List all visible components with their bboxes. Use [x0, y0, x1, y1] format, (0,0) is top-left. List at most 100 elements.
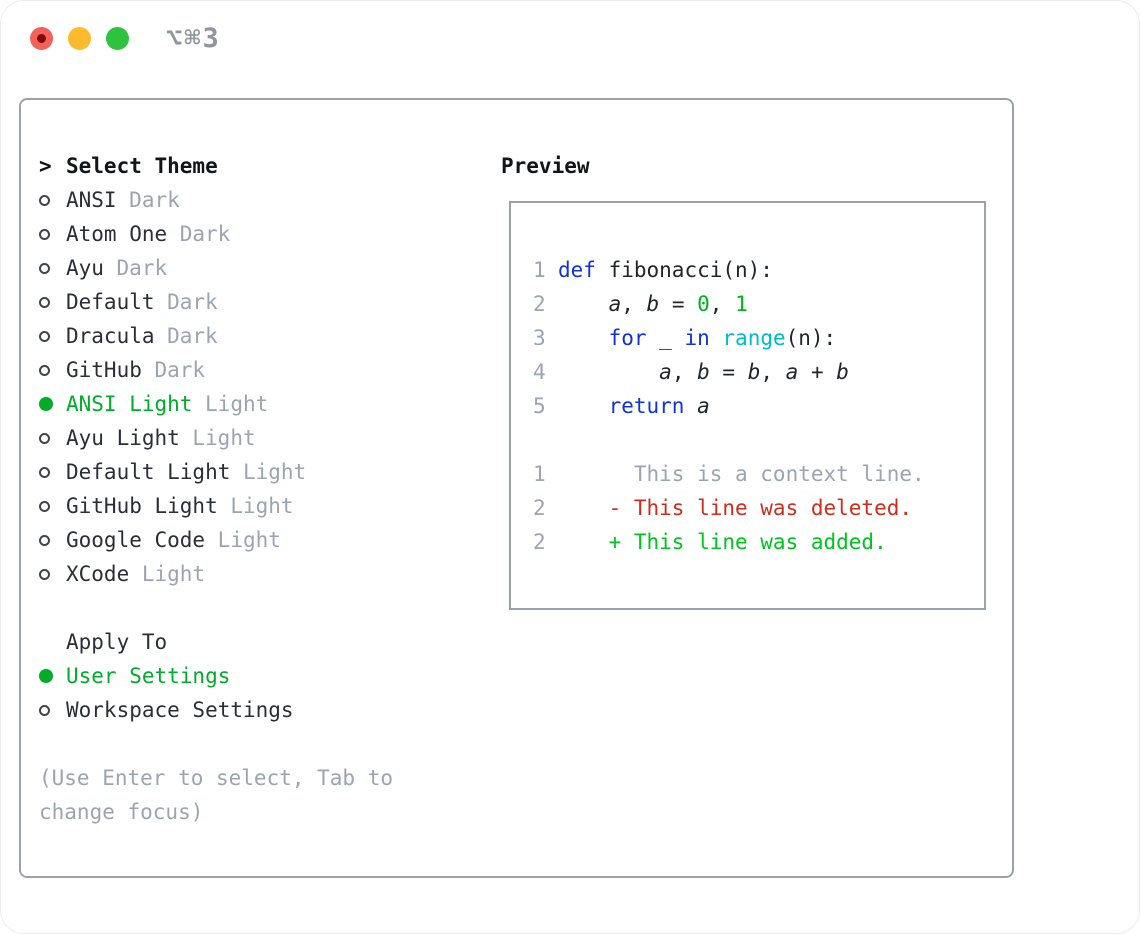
radio-column — [39, 397, 66, 411]
code-token: b — [747, 360, 761, 384]
help-text: (Use Enter to select, Tab to change focu… — [39, 766, 394, 824]
radio-icon — [39, 364, 50, 376]
theme-variant: Dark — [167, 324, 218, 348]
radio-column — [39, 262, 66, 274]
theme-option[interactable]: Default Dark — [39, 285, 479, 319]
theme-variant: Dark — [167, 290, 218, 314]
preview-line: 5 return a — [533, 389, 984, 423]
theme-option[interactable]: Google Code Light — [39, 523, 479, 557]
code-token — [558, 326, 609, 350]
option-label: ANSI Light — [66, 392, 193, 416]
code-token: b — [836, 360, 849, 384]
line-number — [533, 423, 546, 457]
line-content: - This line was deleted. — [558, 491, 912, 525]
theme-variant: Light — [141, 562, 206, 586]
option-label: Dracula — [66, 324, 155, 348]
radio-column — [39, 500, 66, 512]
code-token: + This line was added. — [558, 530, 887, 554]
theme-variant: Dark — [129, 188, 180, 212]
theme-option[interactable]: XCode Light — [39, 557, 479, 591]
line-number: 2 — [533, 292, 546, 316]
option-label: XCode — [66, 562, 130, 586]
theme-option[interactable]: ANSI Dark — [39, 183, 479, 217]
traffic-light-minimize-button[interactable] — [68, 27, 91, 50]
radio-icon — [39, 432, 50, 444]
traffic-light-close-button[interactable] — [30, 27, 53, 50]
line-number: 1 — [533, 462, 546, 486]
code-token: = — [659, 292, 698, 316]
theme-option[interactable]: Dracula Dark — [39, 319, 479, 353]
code-token: return — [608, 394, 685, 418]
line-content: + This line was added. — [558, 525, 887, 559]
code-token: b — [646, 292, 660, 316]
option-label: Workspace Settings — [66, 698, 294, 722]
traffic-light-zoom-button[interactable] — [106, 27, 129, 50]
radio-column — [39, 669, 66, 683]
spacer — [39, 591, 479, 625]
theme-list-title: Select Theme — [66, 154, 218, 178]
radio-column — [39, 330, 66, 342]
option-label: Atom One — [66, 222, 168, 246]
code-token: a — [659, 360, 672, 384]
apply-option[interactable]: Workspace Settings — [39, 693, 479, 727]
radio-column — [39, 432, 66, 444]
theme-variant: Light — [205, 392, 269, 416]
theme-list-header: > Select Theme — [39, 149, 479, 183]
radio-column — [39, 296, 66, 308]
window-title: ⌥⌘3 — [166, 23, 221, 54]
option-label: ANSI — [66, 188, 117, 212]
code-token: in — [684, 326, 710, 350]
preview-line: 2 - This line was deleted. — [533, 491, 984, 525]
line-number: 1 — [533, 258, 546, 282]
radio-icon — [39, 296, 50, 308]
code-token: , — [621, 292, 647, 316]
theme-variant: Light — [192, 426, 256, 450]
code-token: a — [785, 360, 799, 384]
code-token — [558, 360, 659, 384]
radio-selected-icon — [39, 669, 53, 683]
line-number: 4 — [533, 360, 546, 384]
radio-column — [39, 466, 66, 478]
theme-option[interactable]: Atom One Dark — [39, 217, 479, 251]
option-label: Default — [66, 290, 155, 314]
radio-icon — [39, 568, 50, 580]
option-label: Google Code — [66, 528, 206, 552]
titlebar: ⌥⌘3 — [1, 1, 1139, 75]
code-token: a — [608, 292, 622, 316]
radio-column — [39, 568, 66, 580]
radio-icon — [39, 262, 50, 274]
radio-icon — [39, 466, 50, 478]
line-content: def fibonacci(n): — [558, 253, 773, 287]
code-token: (n): — [785, 326, 837, 350]
code-token: fibonacci(n): — [595, 258, 773, 282]
line-number: 2 — [533, 496, 546, 520]
theme-variant: Light — [217, 528, 281, 552]
theme-variant: Light — [230, 494, 294, 518]
line-number: 3 — [533, 326, 546, 350]
line-number: 5 — [533, 394, 546, 418]
line-number: 2 — [533, 530, 546, 554]
option-label: Default Light — [66, 460, 231, 484]
code-token — [684, 394, 697, 418]
spacer — [39, 727, 479, 761]
code-token: = — [709, 360, 748, 384]
close-dot-icon — [37, 34, 46, 43]
code-token: , — [709, 292, 736, 316]
preview-line: 2 + This line was added. — [533, 525, 984, 559]
code-token: + — [798, 360, 837, 384]
line-content: for _ in range(n): — [558, 321, 837, 355]
apply-option[interactable]: User Settings — [39, 659, 479, 693]
radio-icon — [39, 534, 50, 546]
code-token: for — [608, 326, 647, 350]
theme-option[interactable]: ANSI Light Light — [39, 387, 479, 421]
radio-column — [39, 704, 66, 716]
theme-variant: Dark — [179, 222, 231, 246]
